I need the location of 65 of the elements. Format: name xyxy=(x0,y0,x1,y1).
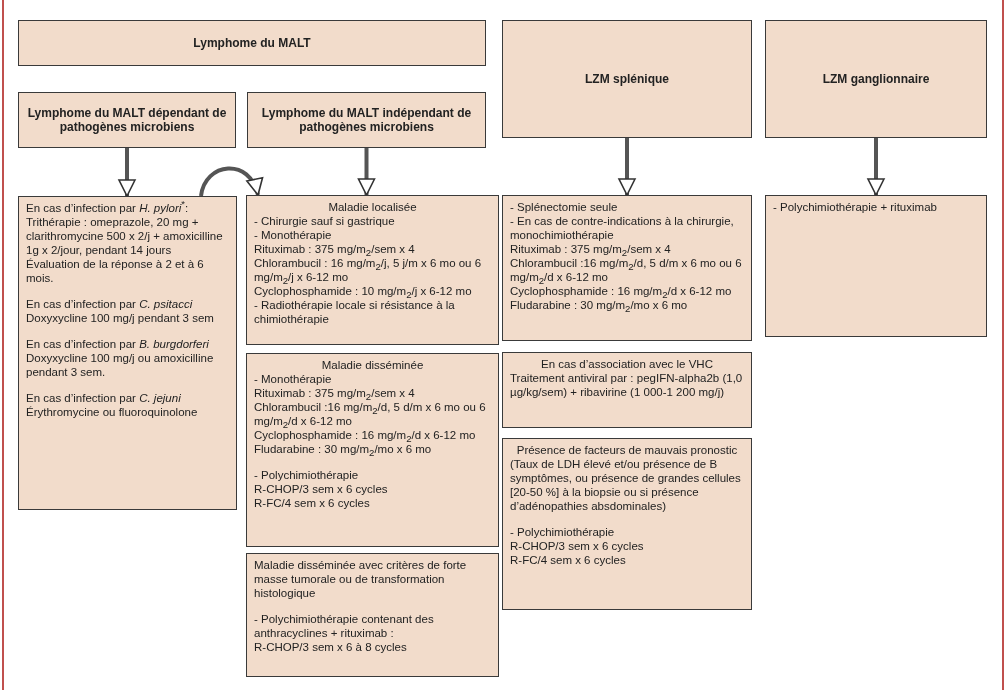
section-heading: Maladie disséminée xyxy=(320,358,425,372)
treatment-text: Fludarabine : 30 mg/m$_{2}$/mo x 6 mo xyxy=(254,442,433,456)
treatment-text: En cas d’infection par C. jejuni xyxy=(26,391,182,405)
treatment-text: R-CHOP/3 sem x 6 à 8 cycles xyxy=(254,640,408,654)
category-box xyxy=(765,20,987,138)
category-box xyxy=(18,20,486,66)
treatment-text: - Monothérapie xyxy=(254,372,333,386)
treatment-text: Cyclophosphamide : 16 mg/m$_{2}$/d x 6-12 mo xyxy=(510,284,733,298)
section-heading: Présence de facteurs de mauvais pronostic xyxy=(515,443,739,457)
treatment-text: - Monothérapie xyxy=(254,228,333,242)
treatment-text: R-CHOP/3 sem x 6 cycles xyxy=(254,482,389,496)
treatment-text: Chlorambucil : 16 mg/m$_{2}$/j, 5 j/m x 6 mo ou 6 mg/m$_{2}$/j x 6-12 mo xyxy=(254,256,483,284)
category-box xyxy=(502,20,752,138)
category-box xyxy=(247,92,486,148)
treatment-text: - Radiothérapie locale si résistance à la chimiothérapie xyxy=(254,298,456,326)
treatment-text: Chlorambucil :16 mg/m$_{2}$/d, 5 d/m x 6 mo ou 6 mg/m$_{2}$/d x 6-12 mo xyxy=(510,256,743,284)
treatment-text: - Splénectomie seule xyxy=(510,200,619,214)
treatment-text: Chlorambucil :16 mg/m$_{2}$/d, 5 d/m x 6 mo ou 6 mg/m$_{2}$/d x 6-12 mo xyxy=(254,400,487,428)
arrow xyxy=(199,166,262,197)
treatment-text: Cyclophosphamide : 10 mg/m$_{2}$/j x 6-12 mo xyxy=(254,284,473,298)
arrow xyxy=(118,148,136,197)
treatment-box xyxy=(502,352,752,428)
treatment-box xyxy=(502,438,752,610)
treatment-text: Maladie disséminée avec critères de forte masse tumorale ou de transformation histologique xyxy=(254,558,468,600)
treatment-text: Traitement antiviral par : pegIFN-alpha2b (1,0 µg/kg/sem) + ribavirine (1 000-1 200 mg/j) xyxy=(510,371,744,399)
treatment-text: Cyclophosphamide : 16 mg/m$_{2}$/d x 6-12 mo xyxy=(254,428,477,442)
arrow xyxy=(867,138,885,196)
treatment-text: Fludarabine : 30 mg/m$_{2}$/mo x 6 mo xyxy=(510,298,689,312)
treatment-text: En cas d’infection par H. pylori$^{*}$: xyxy=(26,201,190,215)
box-title: Lymphome du MALT dépendant de pathogènes microbiens xyxy=(26,106,228,134)
treatment-box xyxy=(765,195,987,337)
section-heading: En cas d’association avec le VHC xyxy=(540,357,714,371)
treatment-box xyxy=(502,195,752,341)
treatment-text: R-FC/4 sem x 6 cycles xyxy=(510,553,627,567)
treatment-box xyxy=(18,196,237,510)
treatment-text: En cas d’infection par B. burgdorferi xyxy=(26,337,210,351)
treatment-box xyxy=(246,353,499,547)
treatment-text: Rituximab : 375 mg/m$_{2}$/sem x 4 xyxy=(510,242,672,256)
treatment-box xyxy=(246,195,499,345)
treatment-text: R-FC/4 sem x 6 cycles xyxy=(254,496,371,510)
box-title: Lymphome du MALT indépendant de pathogènes microbiens xyxy=(260,106,473,134)
treatment-text: Trithérapie : omeprazole, 20 mg + clarithromycine 500 x 2/j + amoxicilline 1g x 2/jour, pendant 14 jours xyxy=(26,215,224,257)
arrow xyxy=(357,148,376,196)
treatment-text: Rituximab : 375 mg/m$_{2}$/sem x 4 xyxy=(254,386,416,400)
treatment-text: - En cas de contre-indications à la chirurgie, monochimiothérapie xyxy=(510,214,735,242)
category-box xyxy=(18,92,236,148)
treatment-text: - Polychimiothérapie xyxy=(510,525,616,539)
treatment-text: (Taux de LDH élevé et/ou présence de B symptômes, ou présence de grandes cellules [20-50 %] à la biopsie ou si présence d’adénopathies absdominales) xyxy=(510,457,742,513)
treatment-box xyxy=(246,553,499,677)
treatment-text: R-CHOP/3 sem x 6 cycles xyxy=(510,539,645,553)
treatment-text: Rituximab : 375 mg/m$_{2}$/sem x 4 xyxy=(254,242,416,256)
arrow xyxy=(618,138,636,196)
section-heading: Maladie localisée xyxy=(327,200,418,214)
treatment-text: Doxyxycline 100 mg/j pendant 3 sem xyxy=(26,311,215,325)
box-title: LZM splénique xyxy=(585,72,669,86)
treatment-text: - Chirurgie sauf si gastrique xyxy=(254,214,396,228)
treatment-text: Érythromycine ou fluoroquinolone xyxy=(26,405,199,419)
treatment-text: - Polychimiothérapie + rituximab xyxy=(773,200,938,214)
box-title: Lymphome du MALT xyxy=(193,36,311,50)
treatment-text: Doxyxycline 100 mg/j ou amoxicilline pendant 3 sem. xyxy=(26,351,215,379)
box-title: LZM ganglionnaire xyxy=(822,72,930,86)
treatment-text: Évaluation de la réponse à 2 et à 6 mois. xyxy=(26,257,205,285)
treatment-text: - Polychimiothérapie xyxy=(254,468,360,482)
treatment-text: - Polychimiothérapie contenant des anthracyclines + rituximab : xyxy=(254,612,435,640)
treatment-text: En cas d’infection par C. psitacci xyxy=(26,297,194,311)
